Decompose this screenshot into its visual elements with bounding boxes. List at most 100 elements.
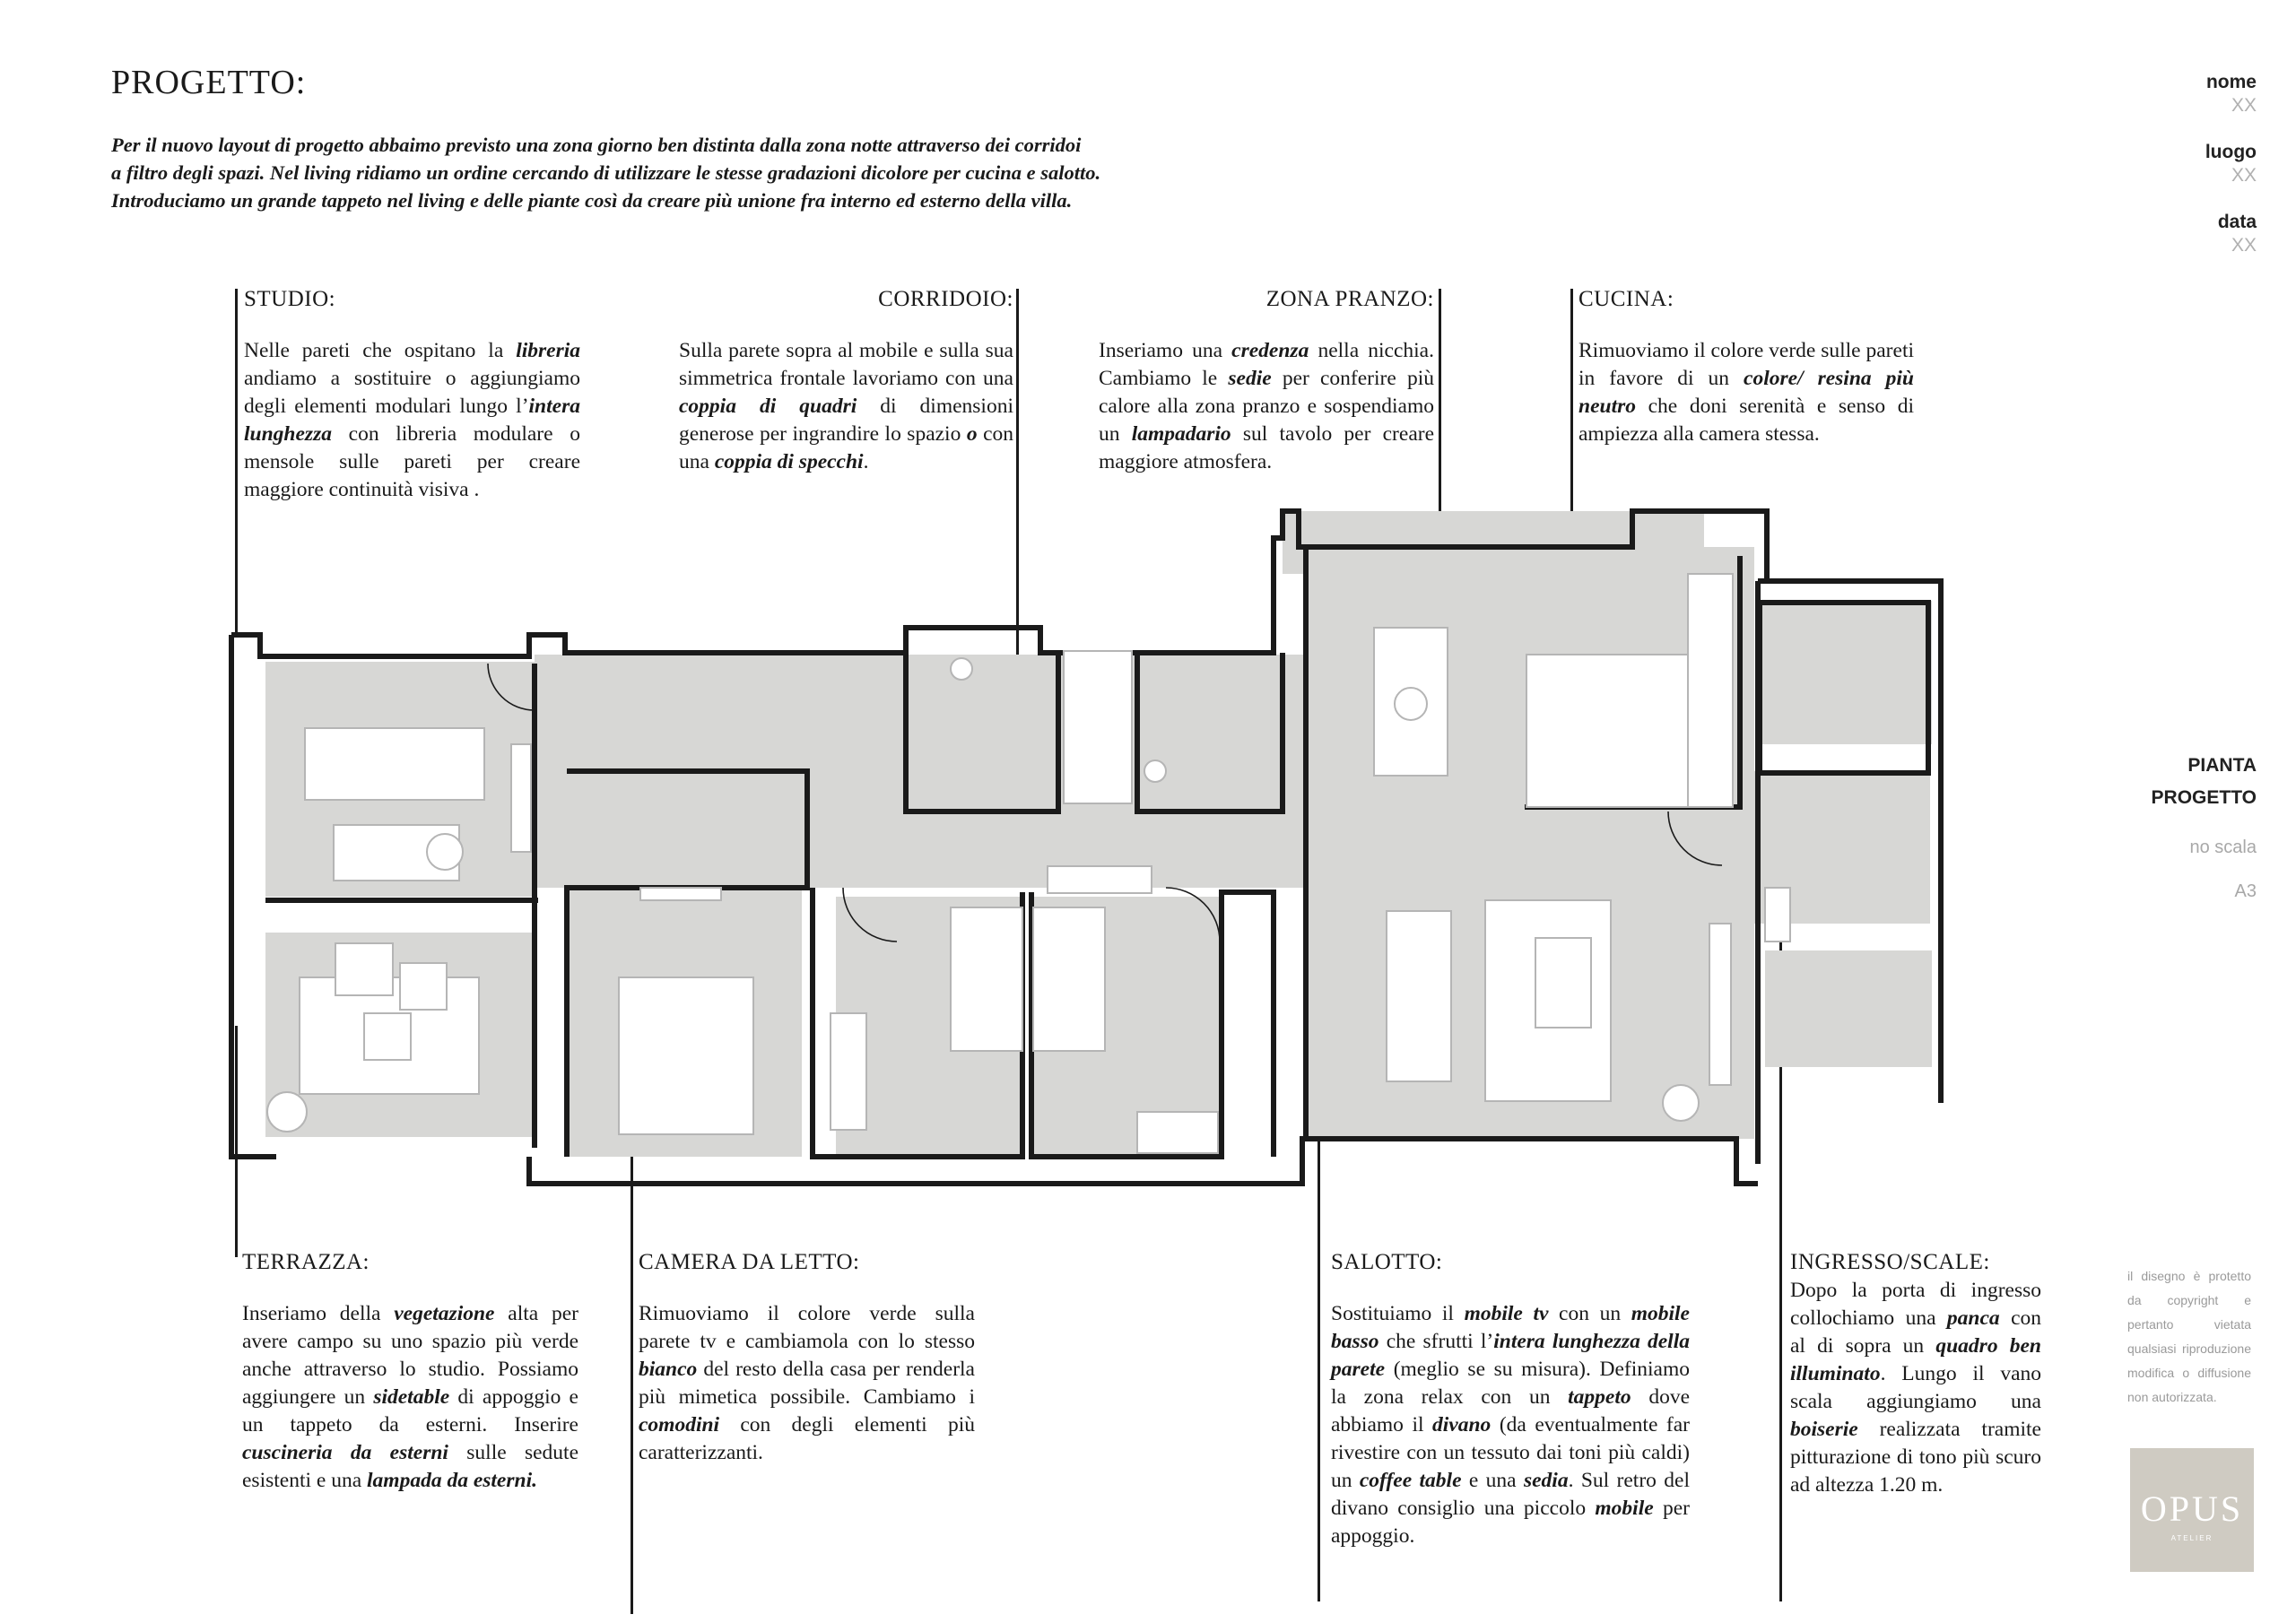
wall-stairs	[1758, 578, 1944, 1103]
note-heading: CUCINA:	[1578, 287, 1674, 311]
floor-stairs	[1758, 601, 1932, 744]
tv-cabinet	[1709, 923, 1732, 1086]
meta-nome: nome XX	[2206, 72, 2257, 117]
note-body: Nelle pareti che ospitano la libreria an…	[244, 339, 580, 501]
note-body: Rimuoviamo il colore verde sulle pareti …	[1578, 339, 1914, 446]
room2-desk	[830, 1012, 867, 1131]
leader-line-ingresso	[1779, 879, 1782, 1601]
leader-line-studio	[235, 289, 238, 635]
page-title: PROGETTO:	[111, 64, 307, 101]
note-heading: TERRAZZA:	[242, 1250, 370, 1274]
floor-terrace-top	[1283, 511, 1704, 574]
note-body: Rimuoviamo il colore verde sulla parete …	[639, 1302, 975, 1464]
meta-label: nome	[2205, 72, 2257, 92]
note-corridoio: CORRIDOIO: Sulla parete sopra al mobile …	[679, 287, 1013, 476]
meta-value: XX	[2231, 165, 2257, 186]
kitchen-island	[1526, 654, 1689, 808]
intro-line-2: a filtro degli spazi. Nel living ridiamo…	[111, 161, 1101, 184]
door-arc-room-2	[842, 887, 898, 942]
note-heading: SALOTTO:	[1331, 1250, 1443, 1274]
meta-label: luogo	[2205, 142, 2257, 162]
logo-brand: OPUS	[2140, 1488, 2244, 1529]
walls	[229, 508, 1944, 1186]
leader-line-cucina	[1570, 289, 1573, 676]
intro-line-1: Per il nuovo layout di progetto abbaimo …	[111, 134, 1082, 156]
meta-label: data	[2217, 212, 2257, 232]
floor-bath-2	[1137, 655, 1281, 812]
plan-label: PIANTA PROGETTO no scala A3	[2152, 750, 2257, 902]
plan-label-line1: PIANTA	[2187, 755, 2257, 776]
bath-sink-1	[950, 657, 973, 681]
entry-bench	[1764, 887, 1791, 942]
note-zona-pranzo: ZONA PRANZO: Inseriamo una credenza nell…	[1099, 287, 1434, 476]
living-chair	[1662, 1084, 1700, 1122]
note-heading: CAMERA DA LETTO:	[639, 1250, 860, 1274]
note-body: Sulla parete sopra al mobile e sulla sua…	[679, 339, 1013, 473]
floor-right-terrace	[1765, 950, 1932, 1067]
bed-double	[618, 976, 754, 1135]
floor-bath-1	[906, 655, 1058, 812]
meta-value: XX	[2231, 95, 2257, 116]
studio-shelf	[510, 743, 532, 853]
opus-logo: OPUS ATELIER	[2130, 1448, 2254, 1572]
leader-line-salotto	[1318, 1031, 1320, 1601]
copyright-text: il disegno è protetto da copyright e per…	[2127, 1269, 2251, 1404]
meta-value: XX	[2231, 235, 2257, 256]
terrace-plant	[266, 1091, 308, 1133]
leader-line-corridoio	[1016, 289, 1019, 845]
note-heading: STUDIO:	[244, 287, 336, 311]
shower	[1063, 650, 1133, 804]
doors	[487, 663, 1723, 942]
intro-text: Per il nuovo layout di progetto abbaimo …	[111, 131, 1277, 214]
outer-wall-west	[229, 635, 276, 1159]
leader-line-terrazza	[235, 1026, 238, 1257]
wall-bedroom	[564, 768, 810, 1157]
sofa	[1386, 910, 1452, 1082]
note-studio: STUDIO: Nelle pareti che ospitano la lib…	[244, 287, 580, 504]
note-heading: CORRIDOIO:	[878, 287, 1013, 311]
bed-single-1	[950, 907, 1023, 1052]
door-arc-room-3	[1165, 887, 1221, 942]
studio-desk	[304, 727, 485, 801]
note-heading: ZONA PRANZO:	[1265, 287, 1434, 311]
wall-baths	[903, 653, 1061, 814]
note-camera: CAMERA DA LETTO: Rimuoviamo il colore ve…	[639, 1250, 975, 1467]
leader-line-camera	[631, 1028, 633, 1614]
studio-stool	[426, 833, 464, 871]
note-body: Dopo la porta di ingresso collochiamo un…	[1790, 1279, 2042, 1497]
outer-wall-bottom	[526, 1136, 1758, 1186]
coffee-table	[1535, 937, 1592, 1028]
door-arc-ingresso	[1667, 811, 1723, 866]
door-arc-studio	[487, 663, 535, 711]
plan-format: A3	[2234, 881, 2257, 901]
terrace-chair-2	[399, 962, 448, 1011]
logo-sub: ATELIER	[2170, 1534, 2213, 1542]
note-cucina: CUCINA: Rimuoviamo il colore verde sulle…	[1578, 287, 1914, 448]
note-body: Inseriamo una credenza nella nicchia. Ca…	[1099, 339, 1435, 473]
meta-data: data XX	[2218, 212, 2257, 256]
bath-sink-2	[1144, 759, 1167, 783]
note-terrazza: TERRAZZA: Inseriamo della vegetazione al…	[242, 1250, 578, 1495]
note-salotto: SALOTTO: Sostituiamo il mobile tv con un…	[1331, 1250, 1690, 1550]
outer-wall-top	[231, 508, 1770, 659]
terrace-chair-3	[363, 1012, 412, 1061]
intro-line-3: Introduciamo un grande tappeto nel livin…	[111, 189, 1073, 212]
meta-luogo: luogo XX	[2205, 142, 2257, 187]
wall-bath-2	[1135, 653, 1285, 814]
note-body: Sostituiamo il mobile tv con un mobile b…	[1331, 1302, 1691, 1548]
plan-label-line2: PROGETTO	[2151, 787, 2257, 808]
room3-desk	[1136, 1111, 1219, 1154]
bed-single-2	[1032, 907, 1106, 1052]
wall-room-3	[1029, 890, 1276, 1159]
note-ingresso: INGRESSO/SCALE: Dopo la porta di ingress…	[1790, 1250, 2041, 1499]
plan-scale: no scala	[2189, 838, 2257, 857]
note-heading: INGRESSO/SCALE:	[1790, 1250, 1990, 1274]
terrace-chair-1	[335, 942, 394, 996]
kitchen-counter	[1687, 573, 1734, 808]
note-body: Inseriamo della vegetazione alta per ave…	[242, 1302, 579, 1492]
bedroom-tv	[639, 887, 722, 901]
stairs-box	[1757, 600, 1931, 776]
furniture	[266, 573, 1791, 1154]
leader-line-pranzo	[1439, 289, 1441, 640]
